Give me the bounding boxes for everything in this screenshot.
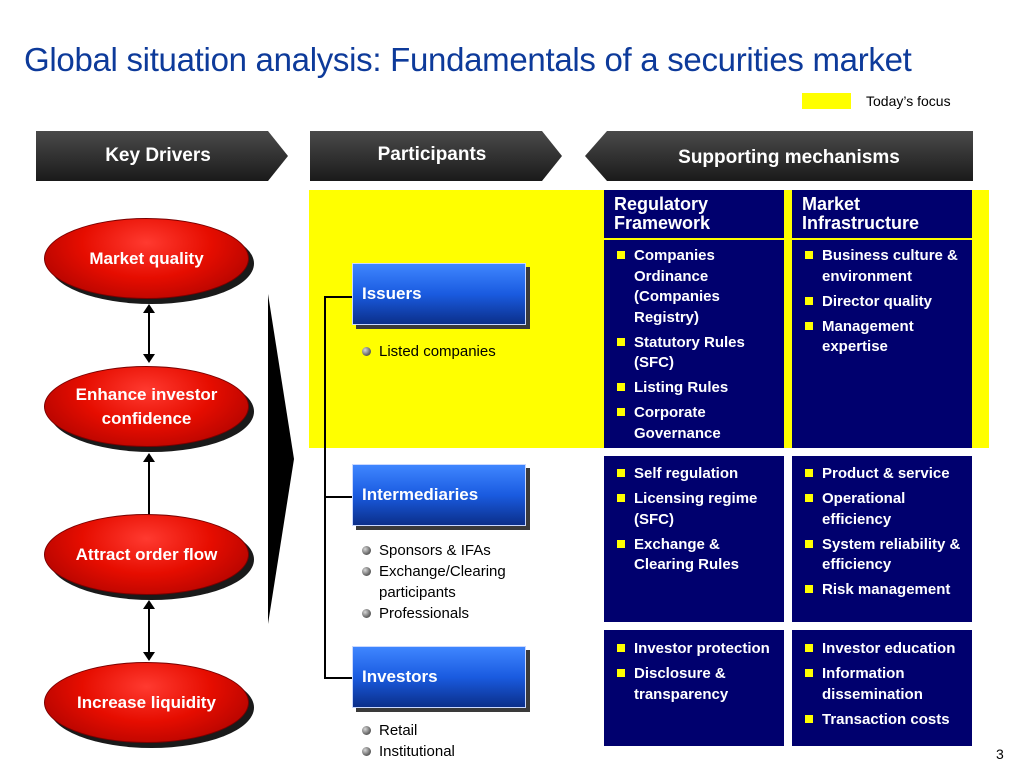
bracket-line <box>324 677 352 679</box>
participant-label: Investors <box>362 667 438 686</box>
arrow-down-icon <box>143 652 155 661</box>
participant-label: Intermediaries <box>362 485 479 504</box>
bullet-item: Product & service <box>804 464 968 485</box>
list-item: Sponsors & IFAs <box>360 540 560 561</box>
driver-label: Attract order flow <box>75 544 218 564</box>
cell-intermediaries-infrastructure: Product & service Operational efficiency… <box>792 456 972 622</box>
participant-investors: Investors <box>352 646 530 712</box>
bullet-item: Exchange & Clearing Rules <box>616 535 780 576</box>
bullet-item: System reliability & efficiency <box>804 535 968 576</box>
bullet-item: Corporate Governance <box>616 403 780 444</box>
investors-list: Retail Institutional <box>360 720 455 762</box>
driver-increase-liquidity: Increase liquidity <box>44 662 254 748</box>
arrow-up-icon <box>143 304 155 313</box>
bracket-line <box>324 496 352 498</box>
intermediaries-list: Sponsors & IFAs Exchange/Clearing partic… <box>360 540 560 624</box>
bullet-item: Listing Rules <box>616 378 780 399</box>
driver-market-quality: Market quality <box>44 218 254 304</box>
bullet-item: Risk management <box>804 580 968 601</box>
supporting-mechanisms-header-label: Supporting mechanisms <box>678 147 900 168</box>
participant-intermediaries: Intermediaries <box>352 464 530 530</box>
cell-issuers-infrastructure: Business culture & environment Director … <box>792 240 972 448</box>
market-infrastructure-header: Market Infrastructure <box>792 190 972 238</box>
slide-title: Global situation analysis: Fundamentals … <box>24 41 912 78</box>
bullet-item: Operational efficiency <box>804 489 968 530</box>
cell-investors-infrastructure: Investor education Information dissemina… <box>792 630 972 746</box>
key-drivers-header-label: Key Drivers <box>105 145 211 166</box>
bracket-line <box>324 296 352 298</box>
bullet-item: Director quality <box>804 292 968 313</box>
cell-investors-regulatory: Investor protection Disclosure & transpa… <box>604 630 784 746</box>
bullet-item: Disclosure & transparency <box>616 664 780 705</box>
bullet-item: Statutory Rules (SFC) <box>616 333 780 374</box>
driver-attract-order-flow: Attract order flow <box>44 514 254 600</box>
participants-header: Participants <box>310 131 562 181</box>
regulatory-framework-header: Regulatory Framework <box>604 190 784 238</box>
arrow-up-icon <box>143 600 155 609</box>
list-item: Listed companies <box>360 341 496 362</box>
driver-label: Market quality <box>89 248 204 268</box>
bullet-item: Transaction costs <box>804 710 972 731</box>
list-item: Exchange/Clearing participants <box>360 561 560 603</box>
bullet-item: Management expertise <box>804 317 968 358</box>
connector-line <box>148 311 150 355</box>
connector-line <box>148 607 150 653</box>
bullet-item: Investor protection <box>616 639 780 660</box>
list-item: Professionals <box>360 603 560 624</box>
connector-line <box>148 460 150 518</box>
bullet-item: Companies Ordinance (Companies Registry) <box>616 246 780 328</box>
arrow-down-icon <box>143 354 155 363</box>
chevron-arrow-icon <box>268 294 294 624</box>
legend-swatch <box>802 93 851 109</box>
key-drivers-header: Key Drivers <box>36 131 288 181</box>
participants-header-label: Participants <box>377 144 487 165</box>
driver-label: Increase liquidity <box>77 692 216 712</box>
cell-intermediaries-regulatory: Self regulation Licensing regime (SFC) E… <box>604 456 784 622</box>
participant-label: Issuers <box>362 284 422 303</box>
page-number: 3 <box>996 746 1004 762</box>
list-item: Institutional <box>360 741 455 762</box>
bullet-item: Licensing regime (SFC) <box>616 489 780 530</box>
legend-label: Today’s focus <box>866 93 951 109</box>
driver-label: Enhance investor confidence <box>75 384 218 428</box>
list-item: Retail <box>360 720 455 741</box>
bullet-item: Self regulation <box>616 464 780 485</box>
supporting-mechanisms-header: Supporting mechanisms <box>585 131 973 181</box>
bracket-line <box>324 297 326 678</box>
cell-issuers-regulatory: Companies Ordinance (Companies Registry)… <box>604 240 784 448</box>
driver-enhance-investor-confidence: Enhance investor confidence <box>44 366 254 452</box>
participant-issuers: Issuers <box>352 263 530 329</box>
issuers-list: Listed companies <box>360 341 496 362</box>
bullet-item: Business culture & environment <box>804 246 968 287</box>
arrow-up-icon <box>143 453 155 462</box>
bullet-item: Investor education <box>804 639 972 660</box>
bullet-item: Information dissemination <box>804 664 972 705</box>
